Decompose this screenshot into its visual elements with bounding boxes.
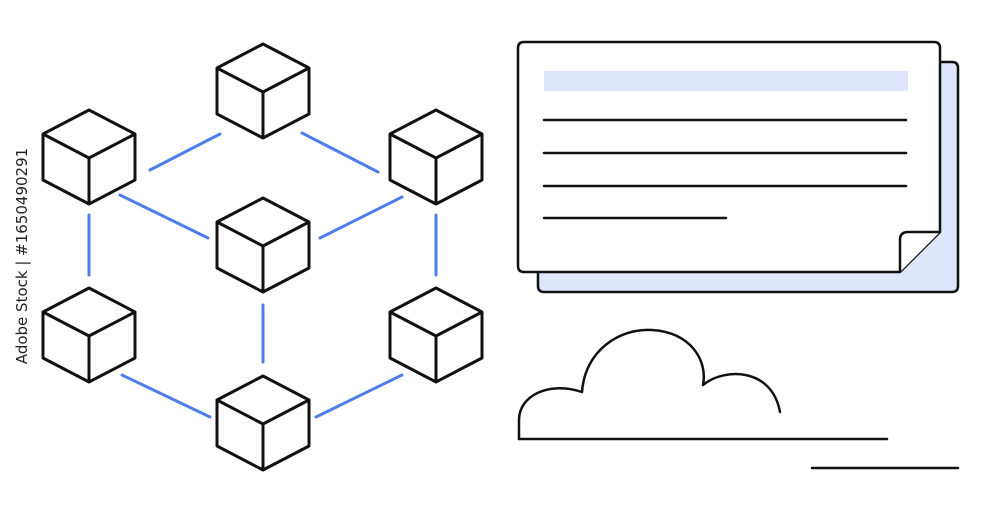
cloud-outline — [517, 328, 782, 441]
document-header-bar — [544, 71, 908, 91]
connector-bottom-left — [120, 373, 212, 419]
document-icon — [516, 40, 960, 294]
cloud-icon — [517, 328, 960, 470]
network-cubes — [41, 42, 484, 472]
connector-bottom-right — [314, 373, 404, 419]
cube-icon — [41, 286, 137, 384]
connector-top-right — [300, 131, 380, 174]
cube-icon — [215, 374, 311, 472]
network-connectors — [87, 131, 438, 419]
document-front-page — [516, 40, 942, 274]
cube-icon — [41, 108, 137, 206]
document-folded-corner — [898, 230, 940, 272]
connector-right-center — [318, 195, 404, 240]
watermark-id-text: Adobe Stock | #1650490291 — [13, 147, 31, 365]
cube-icon — [388, 108, 484, 206]
cube-icon — [215, 42, 311, 140]
connector-top-left — [148, 132, 222, 172]
cube-icon — [388, 286, 484, 384]
connector-left-center — [118, 193, 210, 240]
cube-icon — [215, 196, 311, 294]
